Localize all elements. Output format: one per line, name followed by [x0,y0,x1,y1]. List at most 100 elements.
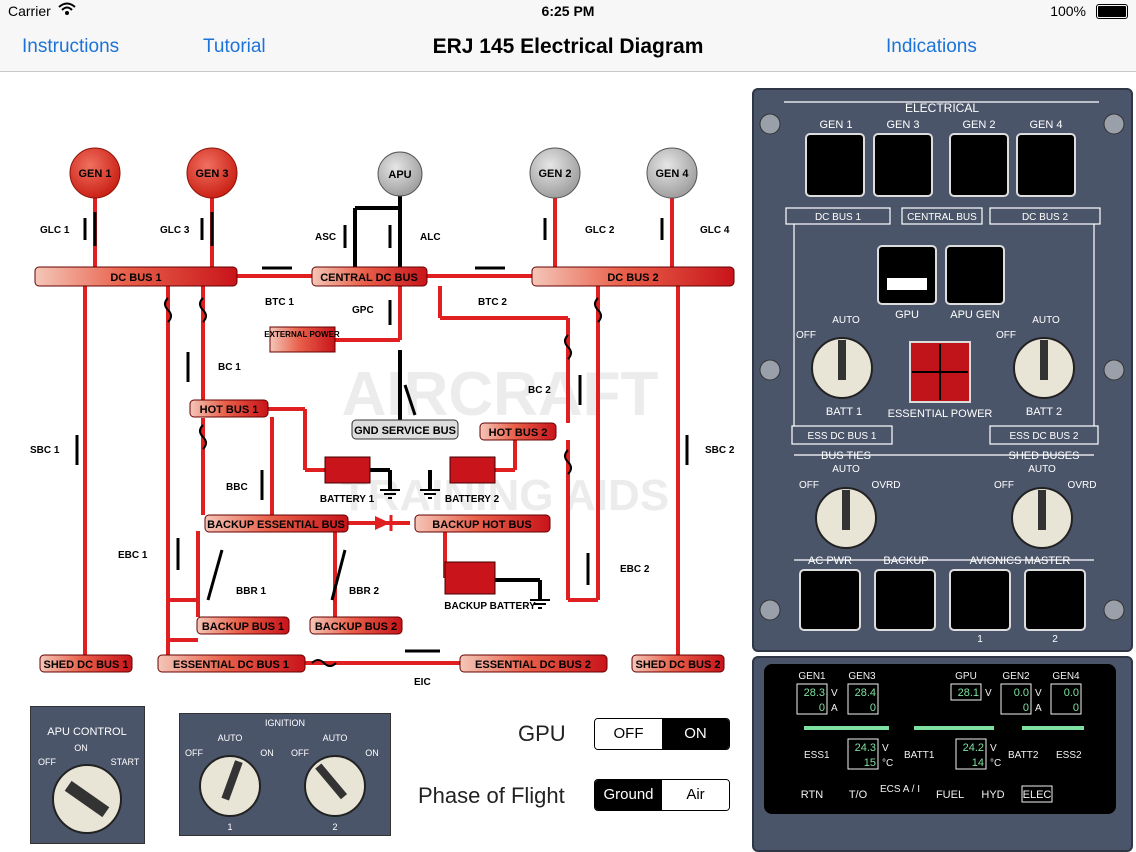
backup-essential-bus[interactable] [204,514,349,533]
eicas-ess2-label: ESS2 [1056,750,1082,761]
shed-dc-bus-2[interactable] [631,654,725,673]
dc-bus-2[interactable] [531,266,735,287]
gen2-indicator[interactable] [529,147,581,199]
gen2-button[interactable] [949,133,1009,197]
sbc1-label: SBC 1 [30,445,60,456]
apu-off-label: OFF [38,757,56,767]
instructions-button[interactable]: Instructions [22,36,120,57]
bc2-label: BC 2 [528,385,551,396]
backup-battery[interactable] [444,561,496,595]
eicas-page-to[interactable]: T/O [849,789,868,801]
apu-control-knob[interactable] [52,764,122,834]
asc-label: ASC [315,232,336,243]
panel-lines [784,101,1101,561]
ignition-panel: IGNITION AUTO OFF ON AUTO OFF ON 1 2 [179,713,391,836]
gpu-avail-light [887,278,927,290]
eicas-page-hyd[interactable]: HYD [981,789,1004,801]
apu-gen-button[interactable] [945,245,1005,305]
gpu-button[interactable] [877,245,937,305]
electrical-title: ELECTRICAL [905,101,979,115]
battery-percent: 100% [1050,3,1086,19]
external-power[interactable] [269,326,336,353]
avionics-master-2-button[interactable] [1024,569,1086,631]
hot-bus-1-label: HOT BUS 1 [200,404,259,416]
backup-bus-1[interactable] [196,616,290,635]
gen4-indicator[interactable] [646,147,698,199]
ac-pwr-button[interactable] [799,569,861,631]
avionics-1-label: 1 [977,634,983,645]
ignition-2-knob[interactable] [304,755,366,817]
eicas-gpu-v-unit: V [985,688,992,699]
eicas-page-fuel[interactable]: FUEL [936,789,964,801]
gpu-on-option[interactable]: ON [662,719,729,749]
bus-ties-off-label: OFF [799,480,819,491]
backup-hot-bus[interactable] [414,514,551,533]
hot-bus-2-label: HOT BUS 2 [489,427,548,439]
apu-indicator[interactable] [377,151,423,197]
shed-dc-bus-1[interactable] [39,654,133,673]
eicas-gen2-a-unit: A [1035,703,1042,714]
gen2-button-label: GEN 2 [962,119,995,131]
dc-bus-1-tag: DC BUS 1 [815,212,862,223]
watermark-text: AIRCRAFT [342,360,659,429]
avionics-master-1-button[interactable] [949,569,1011,631]
eicas-gen2-v-unit: V [1035,688,1042,699]
eicas-batt2-c-unit: °C [990,758,1001,769]
batt1-knob[interactable] [811,337,873,399]
gen1-button-label: GEN 1 [819,119,852,131]
gpc-label: GPC [352,305,374,316]
phase-air-option[interactable]: Air [662,780,729,810]
eicas-page-ecs[interactable]: ECS A / I [880,784,920,795]
eicas-page-rtn[interactable]: RTN [801,789,823,801]
hot-bus-2[interactable] [479,422,557,441]
backup-bus-2[interactable] [309,616,403,635]
ignition-1-knob[interactable] [199,755,261,817]
shed-buses-knob[interactable] [1011,487,1073,549]
battery-2[interactable] [449,456,496,484]
bus-ties-knob[interactable] [815,487,877,549]
gpu-toggle-label: GPU [518,721,566,746]
shed-buses-ovrd-label: OVRD [1068,480,1097,491]
hot-bus-1[interactable] [189,399,269,418]
gen1-button[interactable] [805,133,865,197]
apu-control-title: APU CONTROL [47,726,126,738]
contactor-labels: GLC 1 GLC 3 ASC ALC GLC 2 GLC 4 BTC 1 BT… [30,225,735,688]
tutorial-button[interactable]: Tutorial [203,36,266,57]
dc-bus-1[interactable] [34,266,238,287]
battery-1-label: BATTERY 1 [320,494,375,505]
glc3-label: GLC 3 [160,225,190,236]
phase-ground-option[interactable]: Ground [595,780,662,810]
essential-dc-bus-1[interactable] [157,654,306,673]
watermark-subtext: TRAINING AIDS [341,471,669,520]
carrier-label: Carrier [8,3,51,19]
battery-1[interactable] [324,456,371,484]
bbr2-label: BBR 2 [349,586,379,597]
electrical-panel-art: ELECTRICAL GEN 1 GEN 3 GEN 2 GEN 4 DC BU… [759,101,1125,645]
batt2-knob[interactable] [1013,337,1075,399]
electrical-schematic: AIRCRAFT TRAINING AIDS [30,147,735,688]
backup-button[interactable] [874,569,936,631]
contactor-symbols [75,212,689,653]
gen1-indicator[interactable] [69,147,121,199]
gpu-off-option[interactable]: OFF [595,719,662,749]
sbc2-label: SBC 2 [705,445,735,456]
gen3-indicator[interactable] [186,147,238,199]
shed-dc-bus-1-label: SHED DC BUS 1 [44,659,129,671]
gen4-button[interactable] [1016,133,1076,197]
gpu-toggle[interactable]: OFF ON [594,718,730,750]
gen3-button[interactable] [873,133,933,197]
central-dc-bus[interactable] [311,266,428,287]
eicas-page-elec[interactable]: ELEC [1023,789,1052,801]
phase-of-flight-toggle[interactable]: Ground Air [594,779,730,811]
ac-pwr-label: AC PWR [808,555,852,567]
ignition-title: IGNITION [265,718,305,728]
gen1-label: GEN 1 [78,168,111,180]
eicas-gen2-label: GEN2 [1002,671,1030,682]
gnd-service-bus[interactable] [351,419,459,440]
backup-bus-1-label: BACKUP BUS 1 [202,621,284,633]
ess-dc-bus-2-tag: ESS DC BUS 2 [1010,431,1079,442]
essential-dc-bus-2[interactable] [459,654,608,673]
apu-start-label: START [111,757,140,767]
backup-hot-bus-label: BACKUP HOT BUS [432,519,531,531]
indications-button[interactable]: Indications [886,36,977,57]
